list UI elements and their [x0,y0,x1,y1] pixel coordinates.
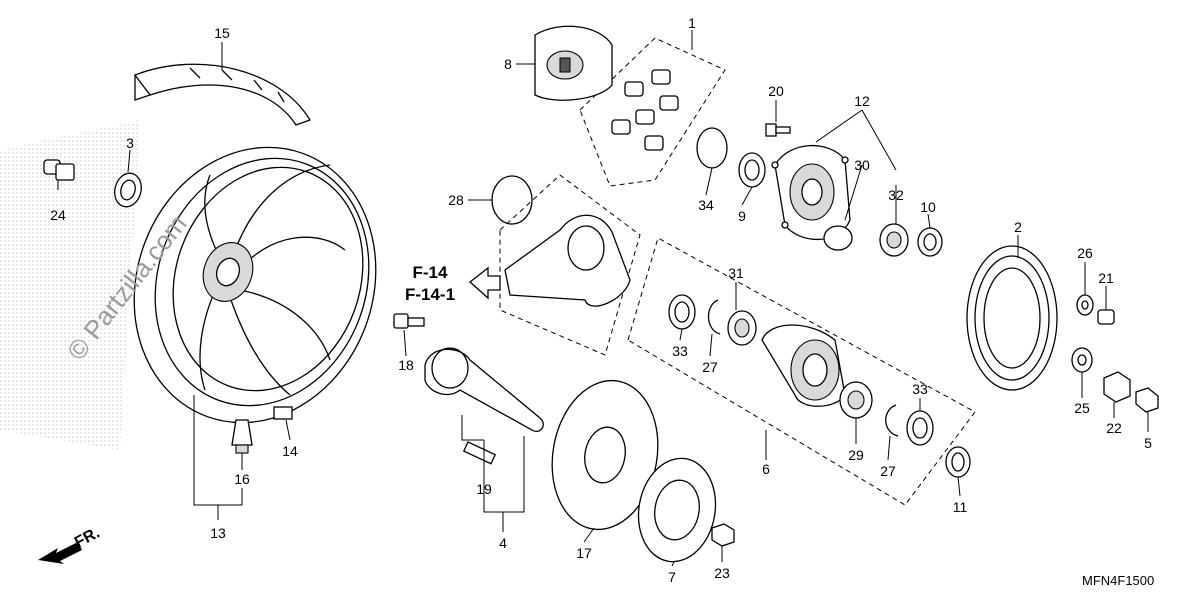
label-part-21[interactable]: 21 [1098,270,1114,286]
label-part-18[interactable]: 18 [398,357,414,373]
label-part-24[interactable]: 24 [50,207,66,223]
label-part-25[interactable]: 25 [1074,400,1090,416]
part-24-bolt[interactable] [43,159,75,181]
box-part-1 [579,37,726,187]
box-caliper-bracket [499,174,641,356]
label-part-13[interactable]: 13 [210,525,226,541]
part-16-valve[interactable] [231,419,253,454]
label-part-10[interactable]: 10 [920,199,936,215]
part-20-bolt[interactable] [765,123,791,137]
label-part-19[interactable]: 19 [476,481,492,497]
part-26-washer[interactable] [1076,294,1094,316]
label-part-26[interactable]: 26 [1077,245,1093,261]
part-18-bolt[interactable] [393,313,425,329]
part-7-pulser-ring[interactable] [631,452,724,568]
label-part-23[interactable]: 23 [714,565,730,581]
label-part-6[interactable]: 6 [762,461,770,477]
part-21-stud[interactable] [1097,309,1115,325]
label-part-16[interactable]: 16 [234,471,250,487]
part-27-circlip-left[interactable] [707,299,721,335]
label-part-20[interactable]: 20 [768,83,784,99]
part-22-nut[interactable] [1103,371,1131,403]
part-3-dust-seal[interactable] [111,170,145,210]
part-34-o-ring[interactable] [696,127,728,169]
part-5-nut[interactable] [1135,387,1159,413]
label-part-8[interactable]: 8 [504,56,512,72]
part-29-bearing[interactable] [839,381,873,419]
caliper-bracket[interactable] [504,214,631,307]
label-part-9[interactable]: 9 [738,208,746,224]
reference-arrow[interactable] [468,266,501,300]
part-28-circlip[interactable] [491,175,533,225]
label-part-12[interactable]: 12 [854,93,870,109]
part-31-bearing[interactable] [727,310,757,346]
front-arrow-icon [38,542,82,564]
label-part-32[interactable]: 32 [888,187,904,203]
reference-f-14-1[interactable]: F-14-1 [405,285,455,304]
part-33-dust-seal-left[interactable] [668,294,696,330]
part-9-dust-seal[interactable] [738,152,766,188]
part-2-driven-sprocket[interactable] [966,245,1058,391]
part-30-collar[interactable] [823,225,853,251]
label-part-22[interactable]: 22 [1106,420,1122,436]
part-14-balance-weight[interactable] [273,406,293,420]
label-part-29[interactable]: 29 [848,447,864,463]
diagram-code: MFN4F1500 [1082,573,1154,588]
label-part-31[interactable]: 31 [728,265,744,281]
tire-part-15[interactable] [133,63,311,126]
label-part-17[interactable]: 17 [576,545,592,561]
label-part-33-right[interactable]: 33 [912,381,928,397]
part-8-damper-hub[interactable] [534,25,613,101]
label-part-14[interactable]: 14 [282,443,298,459]
label-part-30[interactable]: 30 [854,157,870,173]
dotted-background [0,120,140,450]
part-23-nut[interactable] [711,523,735,547]
part-12-final-driven-flange[interactable] [771,144,851,241]
label-part-27-right[interactable]: 27 [880,463,896,479]
label-part-4[interactable]: 4 [499,535,507,551]
label-part-2[interactable]: 2 [1014,219,1022,235]
label-part-5[interactable]: 5 [1144,435,1152,451]
part-33-dust-seal-right[interactable] [906,410,934,446]
label-part-7[interactable]: 7 [668,569,676,585]
part-27-circlip-right[interactable] [885,404,899,437]
part-11-dust-seal[interactable] [945,446,971,478]
label-part-15[interactable]: 15 [214,25,230,41]
label-part-1[interactable]: 1 [688,15,696,31]
front-direction-indicator: FR. [38,524,103,564]
rear-wheel[interactable] [96,113,414,457]
label-part-3[interactable]: 3 [126,135,134,151]
part-25-washer[interactable] [1071,347,1093,373]
part-6-hub-body[interactable] [761,324,846,407]
label-part-33-left[interactable]: 33 [672,343,688,359]
reference-f-14[interactable]: F-14 [413,263,449,282]
part-32-bearing[interactable] [879,223,909,257]
label-part-34[interactable]: 34 [698,197,714,213]
label-part-28[interactable]: 28 [448,192,464,208]
part-1-damper-rubbers[interactable] [611,69,679,151]
part-19-stud[interactable] [462,441,497,465]
part-10-dust-seal[interactable] [917,227,943,257]
leader-lines [57,30,1149,567]
part-17-brake-disc[interactable] [541,372,669,538]
part-4-axle[interactable] [424,347,544,432]
label-part-11[interactable]: 11 [953,499,968,515]
label-part-27-left[interactable]: 27 [702,359,718,375]
